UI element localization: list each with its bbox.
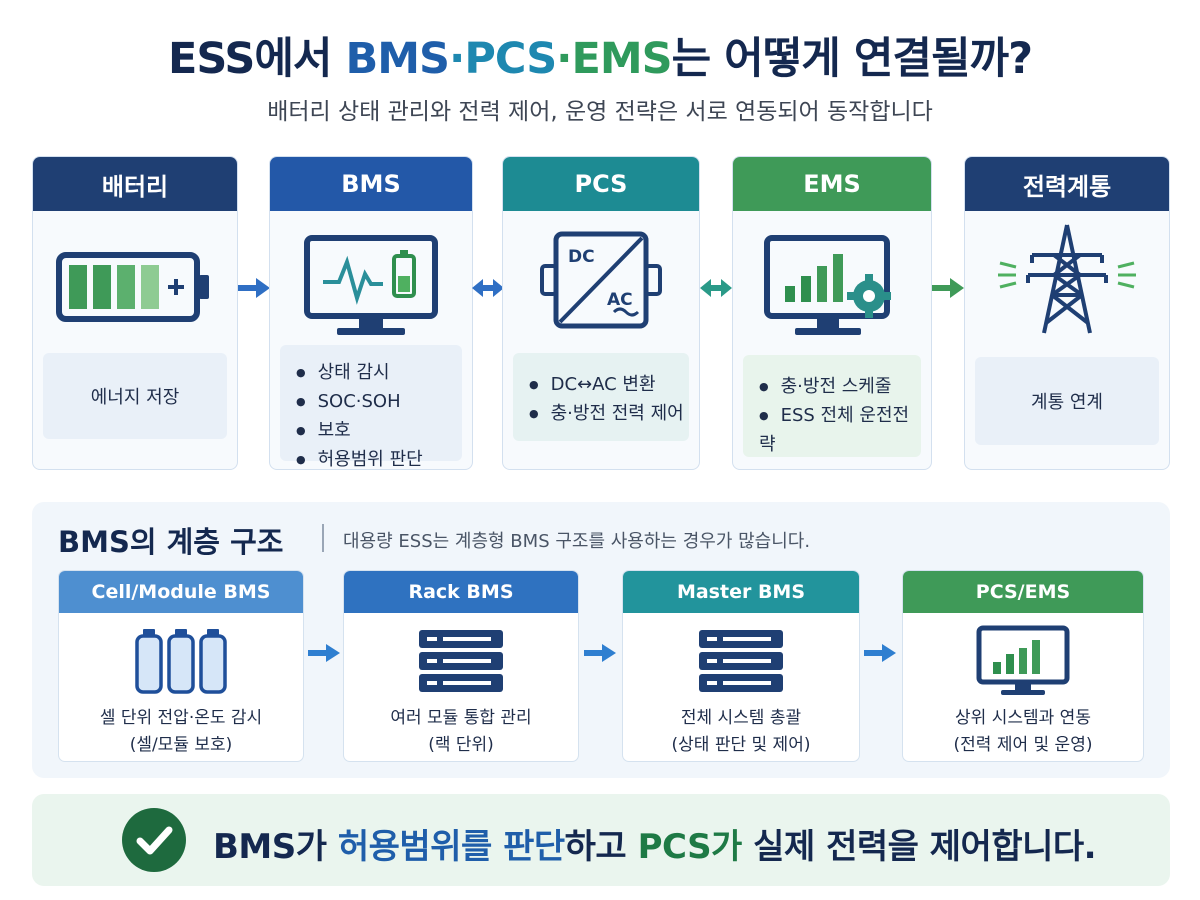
hierarchy-description: 대용량 ESS는 계층형 BMS 구조를 사용하는 경우가 많습니다. (343, 531, 811, 552)
dc-text: DC (568, 247, 595, 267)
hierarchy-card-header: Cell/Module BMS (59, 571, 303, 613)
ac-text: AC (607, 290, 633, 310)
power-tower-icon (965, 219, 1169, 339)
title-pcs: PCS (464, 34, 557, 84)
flow-card-header: PCS (503, 157, 699, 211)
flow-card-header: BMS (270, 157, 472, 211)
monitor-battery-icon (270, 227, 472, 347)
server-rack-icon (623, 621, 859, 701)
list-item: DC↔AC 변환 (529, 371, 689, 400)
hierarchy-card-cell-module: Cell/Module BMS 셀 단위 전압·온도 감시 (셀/모듈 보호) (58, 570, 304, 762)
flow-card-header: 배터리 (33, 157, 237, 211)
arrow-right-icon (236, 276, 272, 304)
hierarchy-card-header: PCS/EMS (903, 571, 1143, 613)
server-rack-icon (344, 621, 578, 701)
hierarchy-card-master: Master BMS 전체 시스템 총괄 (상태 판단 및 제어) (622, 570, 860, 762)
flow-card-description: 충·방전 스케줄 ESS 전체 운전전략 (743, 355, 921, 457)
arrow-both-icon (470, 276, 506, 304)
flow-card-description: 상태 감시 SOC·SOH 보호 허용범위 판단 (280, 345, 462, 469)
hierarchy-card-header: Rack BMS (344, 571, 578, 613)
list-item: SOC·SOH (296, 388, 462, 417)
arrow-right-icon (862, 642, 898, 668)
hierarchy-card-pcs-ems: PCS/EMS 상위 시스템과 연동 (전력 제어 및 운영) (902, 570, 1144, 762)
battery-cells-icon (59, 621, 303, 701)
check-circle-icon (120, 806, 188, 874)
hierarchy-card-header: Master BMS (623, 571, 859, 613)
list-item: 보호 (296, 417, 462, 446)
flow-card-ems: EMS 충·방전 스케줄 ESS 전체 운전전략 (732, 156, 932, 470)
arrow-right-icon (306, 642, 342, 668)
list-item: 상태 감시 (296, 359, 462, 388)
flow-card-bms: BMS 상태 감시 SOC·SOH 보호 허용범위 판단 (269, 156, 473, 470)
monitor-chart-icon (903, 621, 1143, 701)
page-subtitle: 배터리 상태 관리와 전력 제어, 운영 전략은 서로 연동되어 동작합니다 (267, 99, 933, 125)
divider (322, 524, 324, 552)
summary-text: BMS가 허용범위를 판단하고 PCS가 실제 전력을 제어합니다. (213, 827, 1097, 867)
flow-card-description: 계통 연계 (975, 357, 1159, 445)
title-ems: EMS (571, 34, 673, 84)
summary-callout (32, 794, 1170, 886)
list-item: 충·방전 스케줄 (759, 373, 921, 402)
arrow-both-icon (698, 276, 734, 304)
flow-card-battery: 배터리 에너지 저장 (32, 156, 238, 470)
title-bms: BMS (345, 34, 450, 84)
flow-card-description: DC↔AC 변환 충·방전 전력 제어 (513, 353, 689, 441)
list-item: ESS 전체 운전전략 (759, 402, 921, 458)
flow-card-header: 전력계통 (965, 157, 1169, 211)
page-title: ESS에서 BMS·PCS·EMS는 어떻게 연결될까? (167, 34, 1033, 84)
flow-card-grid: 전력계통 (964, 156, 1170, 470)
list-item: 충·방전 전력 제어 (529, 400, 689, 429)
hierarchy-title: BMS의 계층 구조 (58, 525, 284, 559)
hierarchy-card-rack: Rack BMS 여러 모듈 통합 관리 (랙 단위) (343, 570, 579, 762)
list-item: 허용범위 판단 (296, 446, 462, 469)
arrow-right-icon (930, 276, 966, 304)
flow-card-description: 에너지 저장 (43, 353, 227, 439)
monitor-chart-gear-icon (733, 227, 931, 347)
battery-icon (33, 227, 237, 347)
arrow-right-icon (582, 642, 618, 668)
flow-card-pcs: PCS DC DC↔AC 변환 충·방전 전력 제어 (502, 156, 700, 470)
flow-card-header: EMS (733, 157, 931, 211)
dc-ac-converter-icon (503, 221, 699, 341)
